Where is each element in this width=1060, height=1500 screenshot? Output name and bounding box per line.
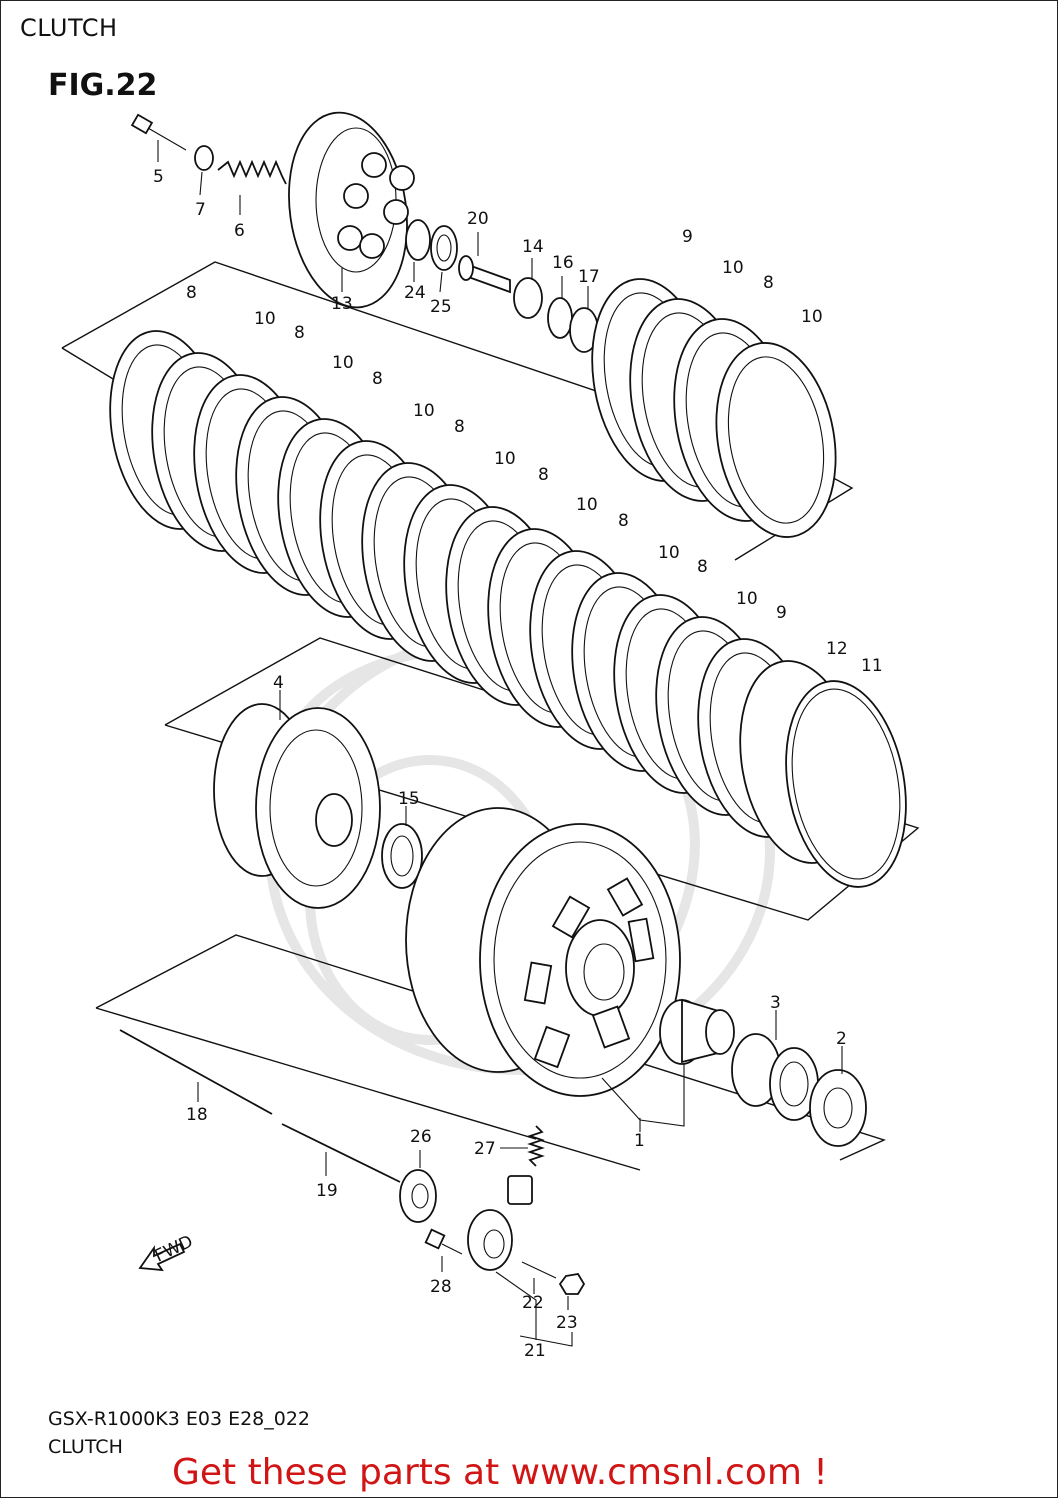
adjust-screw-22 xyxy=(521,1261,557,1294)
callout-11: 11 xyxy=(861,656,883,676)
callout-6: 6 xyxy=(234,221,245,241)
callout-24: 24 xyxy=(404,283,426,303)
fwd-arrow-icon: FWD xyxy=(138,1232,196,1272)
callout-8-upper: 8 xyxy=(763,273,774,293)
callout-5: 5 xyxy=(153,167,164,187)
callout-12: 12 xyxy=(826,639,848,659)
needle-bearing-3 xyxy=(731,1010,819,1121)
bolt-28 xyxy=(424,1228,463,1272)
callout-21: 21 xyxy=(524,1341,546,1361)
callout-8-e: 8 xyxy=(538,465,549,485)
callout-8-b: 8 xyxy=(294,323,305,343)
spring-6 xyxy=(217,159,287,215)
callout-28: 28 xyxy=(430,1277,452,1297)
callout-8-d: 8 xyxy=(454,417,465,437)
bearing-25 xyxy=(430,225,458,293)
push-rod-18 xyxy=(119,1029,273,1115)
nut-23 xyxy=(558,1273,586,1310)
callout-3: 3 xyxy=(770,993,781,1013)
callout-10-b: 10 xyxy=(332,353,354,373)
washer-15 xyxy=(381,806,423,889)
ring-24 xyxy=(405,219,431,282)
thrust-washer-2 xyxy=(809,1046,867,1147)
callout-10-upper-a: 10 xyxy=(722,258,744,278)
callout-10-a: 10 xyxy=(254,309,276,329)
fwd-label: FWD xyxy=(152,1232,196,1267)
plate-stack-upper xyxy=(591,278,837,538)
washer-7 xyxy=(194,145,214,196)
parts-link[interactable]: Get these parts at www.cmsnl.com ! xyxy=(172,1452,828,1493)
callout-10-e: 10 xyxy=(576,495,598,515)
callout-16: 16 xyxy=(552,253,574,273)
oil-seal-26 xyxy=(399,1150,437,1223)
callout-4: 4 xyxy=(273,673,284,693)
callout-8-a: 8 xyxy=(186,283,197,303)
callout-8-c: 8 xyxy=(372,369,383,389)
bolt-5 xyxy=(130,113,187,162)
nut-14 xyxy=(513,258,543,319)
callout-7: 7 xyxy=(195,200,206,220)
callout-25: 25 xyxy=(430,297,452,317)
primary-driven-gear-housing-1 xyxy=(405,807,685,1132)
callout-22: 22 xyxy=(522,1293,544,1313)
callout-27: 27 xyxy=(474,1139,496,1159)
callout-10-g: 10 xyxy=(736,589,758,609)
callout-15: 15 xyxy=(398,789,420,809)
callout-14: 14 xyxy=(522,237,544,257)
page-title: CLUTCH xyxy=(20,14,118,42)
plate-stack-main xyxy=(109,330,907,888)
callout-numbers: 5 7 6 13 20 24 25 14 16 17 9 10 8 10 8 1… xyxy=(153,167,883,1361)
callout-10-upper-b: 10 xyxy=(801,307,823,327)
callout-8-g: 8 xyxy=(697,557,708,577)
washer-16 xyxy=(547,276,573,339)
callout-9-lower: 9 xyxy=(776,603,787,623)
spacer-sleeve xyxy=(659,998,735,1065)
callout-8-f: 8 xyxy=(618,511,629,531)
callout-9-upper: 9 xyxy=(682,227,693,247)
callout-1: 1 xyxy=(634,1131,645,1151)
push-rod-19 xyxy=(281,1123,401,1183)
release-arm-21 xyxy=(467,1175,537,1340)
callout-18: 18 xyxy=(186,1105,208,1125)
model-code: GSX-R1000K3 E03 E28_022 xyxy=(48,1408,311,1430)
callout-23: 23 xyxy=(556,1313,578,1333)
figure-number: FIG.22 xyxy=(48,68,158,103)
spring-27 xyxy=(500,1125,545,1167)
callout-10-c: 10 xyxy=(413,401,435,421)
callout-13: 13 xyxy=(331,294,353,314)
callout-26: 26 xyxy=(410,1127,432,1147)
bracket-21 xyxy=(519,1332,573,1347)
clutch-sleeve-hub-4 xyxy=(213,690,381,909)
callout-10-f: 10 xyxy=(658,543,680,563)
push-rod-20 xyxy=(458,232,511,294)
footer-title: CLUTCH xyxy=(48,1436,123,1458)
callout-20: 20 xyxy=(467,209,489,229)
callout-2: 2 xyxy=(836,1029,847,1049)
callout-19: 19 xyxy=(316,1181,338,1201)
pressure-plate-13 xyxy=(288,111,415,309)
callout-10-d: 10 xyxy=(494,449,516,469)
callout-17: 17 xyxy=(578,267,600,287)
